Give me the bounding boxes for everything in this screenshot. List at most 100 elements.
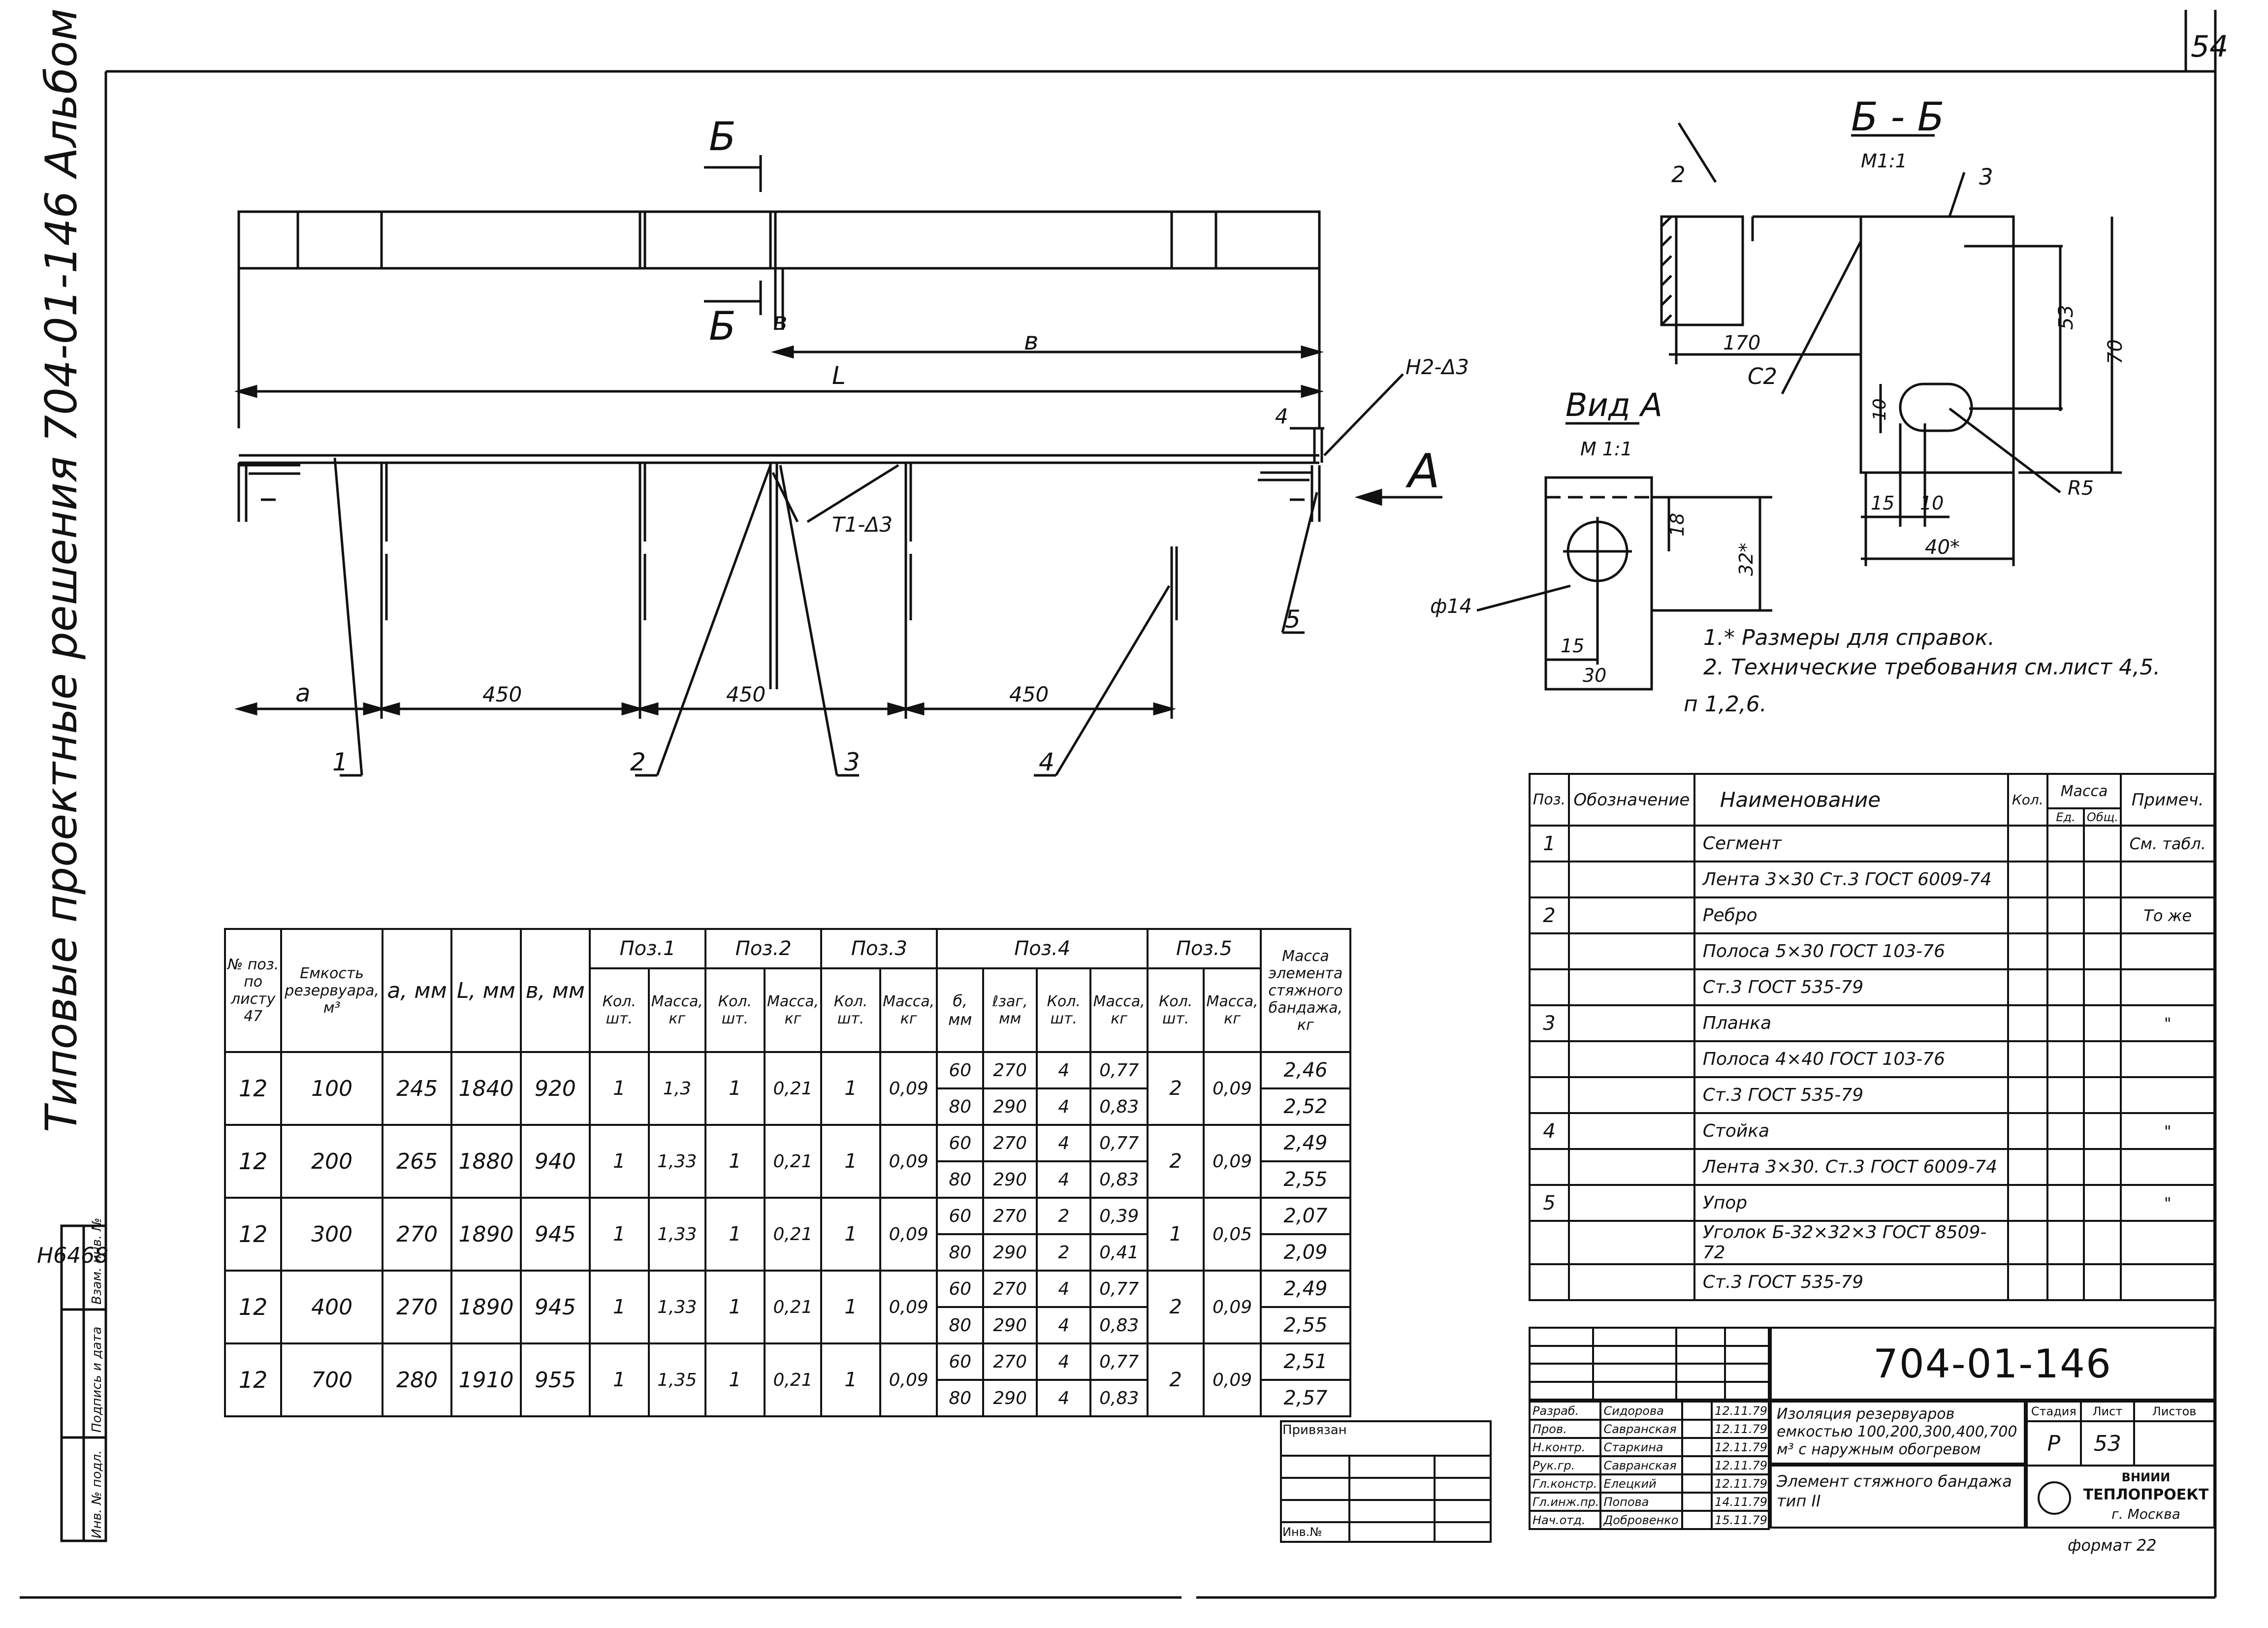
cell-B: 940 <box>519 1124 591 1199</box>
spec-mass-total <box>2083 1040 2122 1078</box>
dim-b-label: в <box>1024 327 1038 355</box>
spec-qty <box>2007 825 2048 862</box>
th-L: L, мм <box>450 928 522 1053</box>
cell-b: 80 <box>936 1087 985 1126</box>
spec-row: Лента 3×30 Ст.3 ГОСТ 6009-74 <box>1529 861 2215 898</box>
cell-qty1: 1 <box>589 1270 650 1344</box>
cell-a: 270 <box>381 1270 453 1344</box>
note-1: 1.* Размеры для справок. <box>1703 625 1995 650</box>
spec-name: Лента 3×30 Ст.3 ГОСТ 6009-74 <box>1693 861 2009 898</box>
spec-qty <box>2007 1112 2048 1150</box>
dim-l-label: L <box>832 361 846 390</box>
cell-lzag: 290 <box>982 1087 1038 1126</box>
spec-note <box>2120 861 2215 898</box>
spec-mass-unit <box>2046 1040 2085 1078</box>
spec-row: Полоса 4×40 ГОСТ 103-76 <box>1529 1040 2215 1078</box>
cell-mass3: 0,09 <box>879 1124 938 1199</box>
spec-row: Ст.3 ГОСТ 535-79 <box>1529 968 2215 1006</box>
spec-name: Упор <box>1693 1184 2009 1222</box>
cell-mass4: 0,83 <box>1089 1306 1149 1344</box>
cell-mass2: 0,21 <box>763 1197 823 1272</box>
sig-name: Савранская <box>1599 1455 1684 1475</box>
sheet-corner-number: 54 <box>2191 30 2228 64</box>
bandage-table: № поз. по листу 47 Емкость резервуара, м… <box>224 928 1352 1417</box>
spec-h-qty: Кол. <box>2007 773 2048 827</box>
sheet-value: 53 <box>2079 1420 2136 1467</box>
cell-qty5: 2 <box>1146 1124 1205 1199</box>
cell-no: 12 <box>224 1270 283 1344</box>
spec-mass-total <box>2083 932 2122 970</box>
th-m: Масса, кг <box>647 967 707 1053</box>
spec-name: Ребро <box>1693 896 2009 934</box>
sig-name: Савранская <box>1599 1419 1684 1439</box>
sig-role: Н.контр. <box>1528 1437 1602 1457</box>
cell-a: 270 <box>381 1197 453 1272</box>
spec-mass-unit <box>2046 932 2085 970</box>
cell-capacity: 700 <box>280 1342 383 1417</box>
callout-4: 4 <box>1039 748 1054 776</box>
cell-total-mass: 2,52 <box>1259 1087 1352 1126</box>
cell-total-mass: 2,49 <box>1259 1124 1352 1162</box>
sig-name: Добровенко <box>1599 1510 1684 1530</box>
spec-name: Полоса 4×40 ГОСТ 103-76 <box>1693 1040 2009 1078</box>
spec-mass-total <box>2083 825 2122 862</box>
sig-name: Сидорова <box>1599 1401 1684 1421</box>
cell-mass4: 0,77 <box>1089 1051 1149 1089</box>
th-qty: Кол. шт. <box>820 967 881 1053</box>
cell-qty1: 1 <box>589 1342 650 1417</box>
cell-mass5: 0,09 <box>1203 1270 1262 1344</box>
dim-450-label-1: 450 <box>482 682 522 706</box>
th-m: Масса, кг <box>1089 967 1149 1053</box>
cell-total-mass: 2,51 <box>1259 1342 1352 1381</box>
spec-note: " <box>2120 1184 2215 1222</box>
spec-row: Лента 3×30. Ст.3 ГОСТ 6009-74 <box>1529 1148 2215 1186</box>
cell-a: 280 <box>381 1342 453 1417</box>
cell-mass1: 1,35 <box>647 1342 707 1417</box>
spec-qty <box>2007 932 2048 970</box>
spec-mass-total <box>2083 861 2122 898</box>
cell-B: 945 <box>519 1270 591 1344</box>
section-bb-pos3: 3 <box>1979 164 1993 190</box>
spec-mass-total <box>2083 1112 2122 1150</box>
cell-b: 60 <box>936 1270 985 1308</box>
spec-qty <box>2007 1040 2048 1078</box>
cell-mass2: 0,21 <box>763 1270 823 1344</box>
spec-designation <box>1567 896 1695 934</box>
sig-signature <box>1681 1419 1713 1439</box>
cell-L: 1840 <box>450 1051 522 1126</box>
spec-qty <box>2007 1004 2048 1042</box>
sig-role: Пров. <box>1528 1419 1602 1439</box>
cell-mass5: 0,09 <box>1203 1124 1262 1199</box>
org-logo-icon <box>2038 1481 2071 1515</box>
spec-row: Полоса 5×30 ГОСТ 103-76 <box>1529 932 2215 970</box>
cell-b: 80 <box>936 1233 985 1272</box>
spec-designation <box>1567 1112 1695 1150</box>
cell-total-mass: 2,46 <box>1259 1051 1352 1089</box>
dim-4-label: 4 <box>1275 404 1288 428</box>
spec-h-name: Наименование <box>1693 773 2009 827</box>
org-block: ВНИИИ ТЕПЛОПРОЕКТ г. Москва <box>2026 1465 2215 1529</box>
cell-no: 12 <box>224 1197 283 1272</box>
th-no: № поз. по листу 47 <box>224 928 283 1053</box>
cell-b: 60 <box>936 1124 985 1162</box>
sheets-label: Листов <box>2133 1401 2215 1422</box>
section-bb-title: Б - Б <box>1851 94 1945 140</box>
sig-date: 14.11.79 <box>1711 1492 1770 1512</box>
spec-note <box>2120 1148 2215 1186</box>
spec-h-mass-total: Общ. <box>2083 807 2122 827</box>
cell-mass4: 0,83 <box>1089 1087 1149 1126</box>
th-pos3: Поз.3 <box>820 928 938 969</box>
cell-B: 945 <box>519 1197 591 1272</box>
cell-no: 12 <box>224 1051 283 1126</box>
sig-role: Рук.гр. <box>1528 1455 1602 1475</box>
cell-qty2: 1 <box>704 1197 766 1272</box>
cell-mass3: 0,09 <box>879 1270 938 1344</box>
